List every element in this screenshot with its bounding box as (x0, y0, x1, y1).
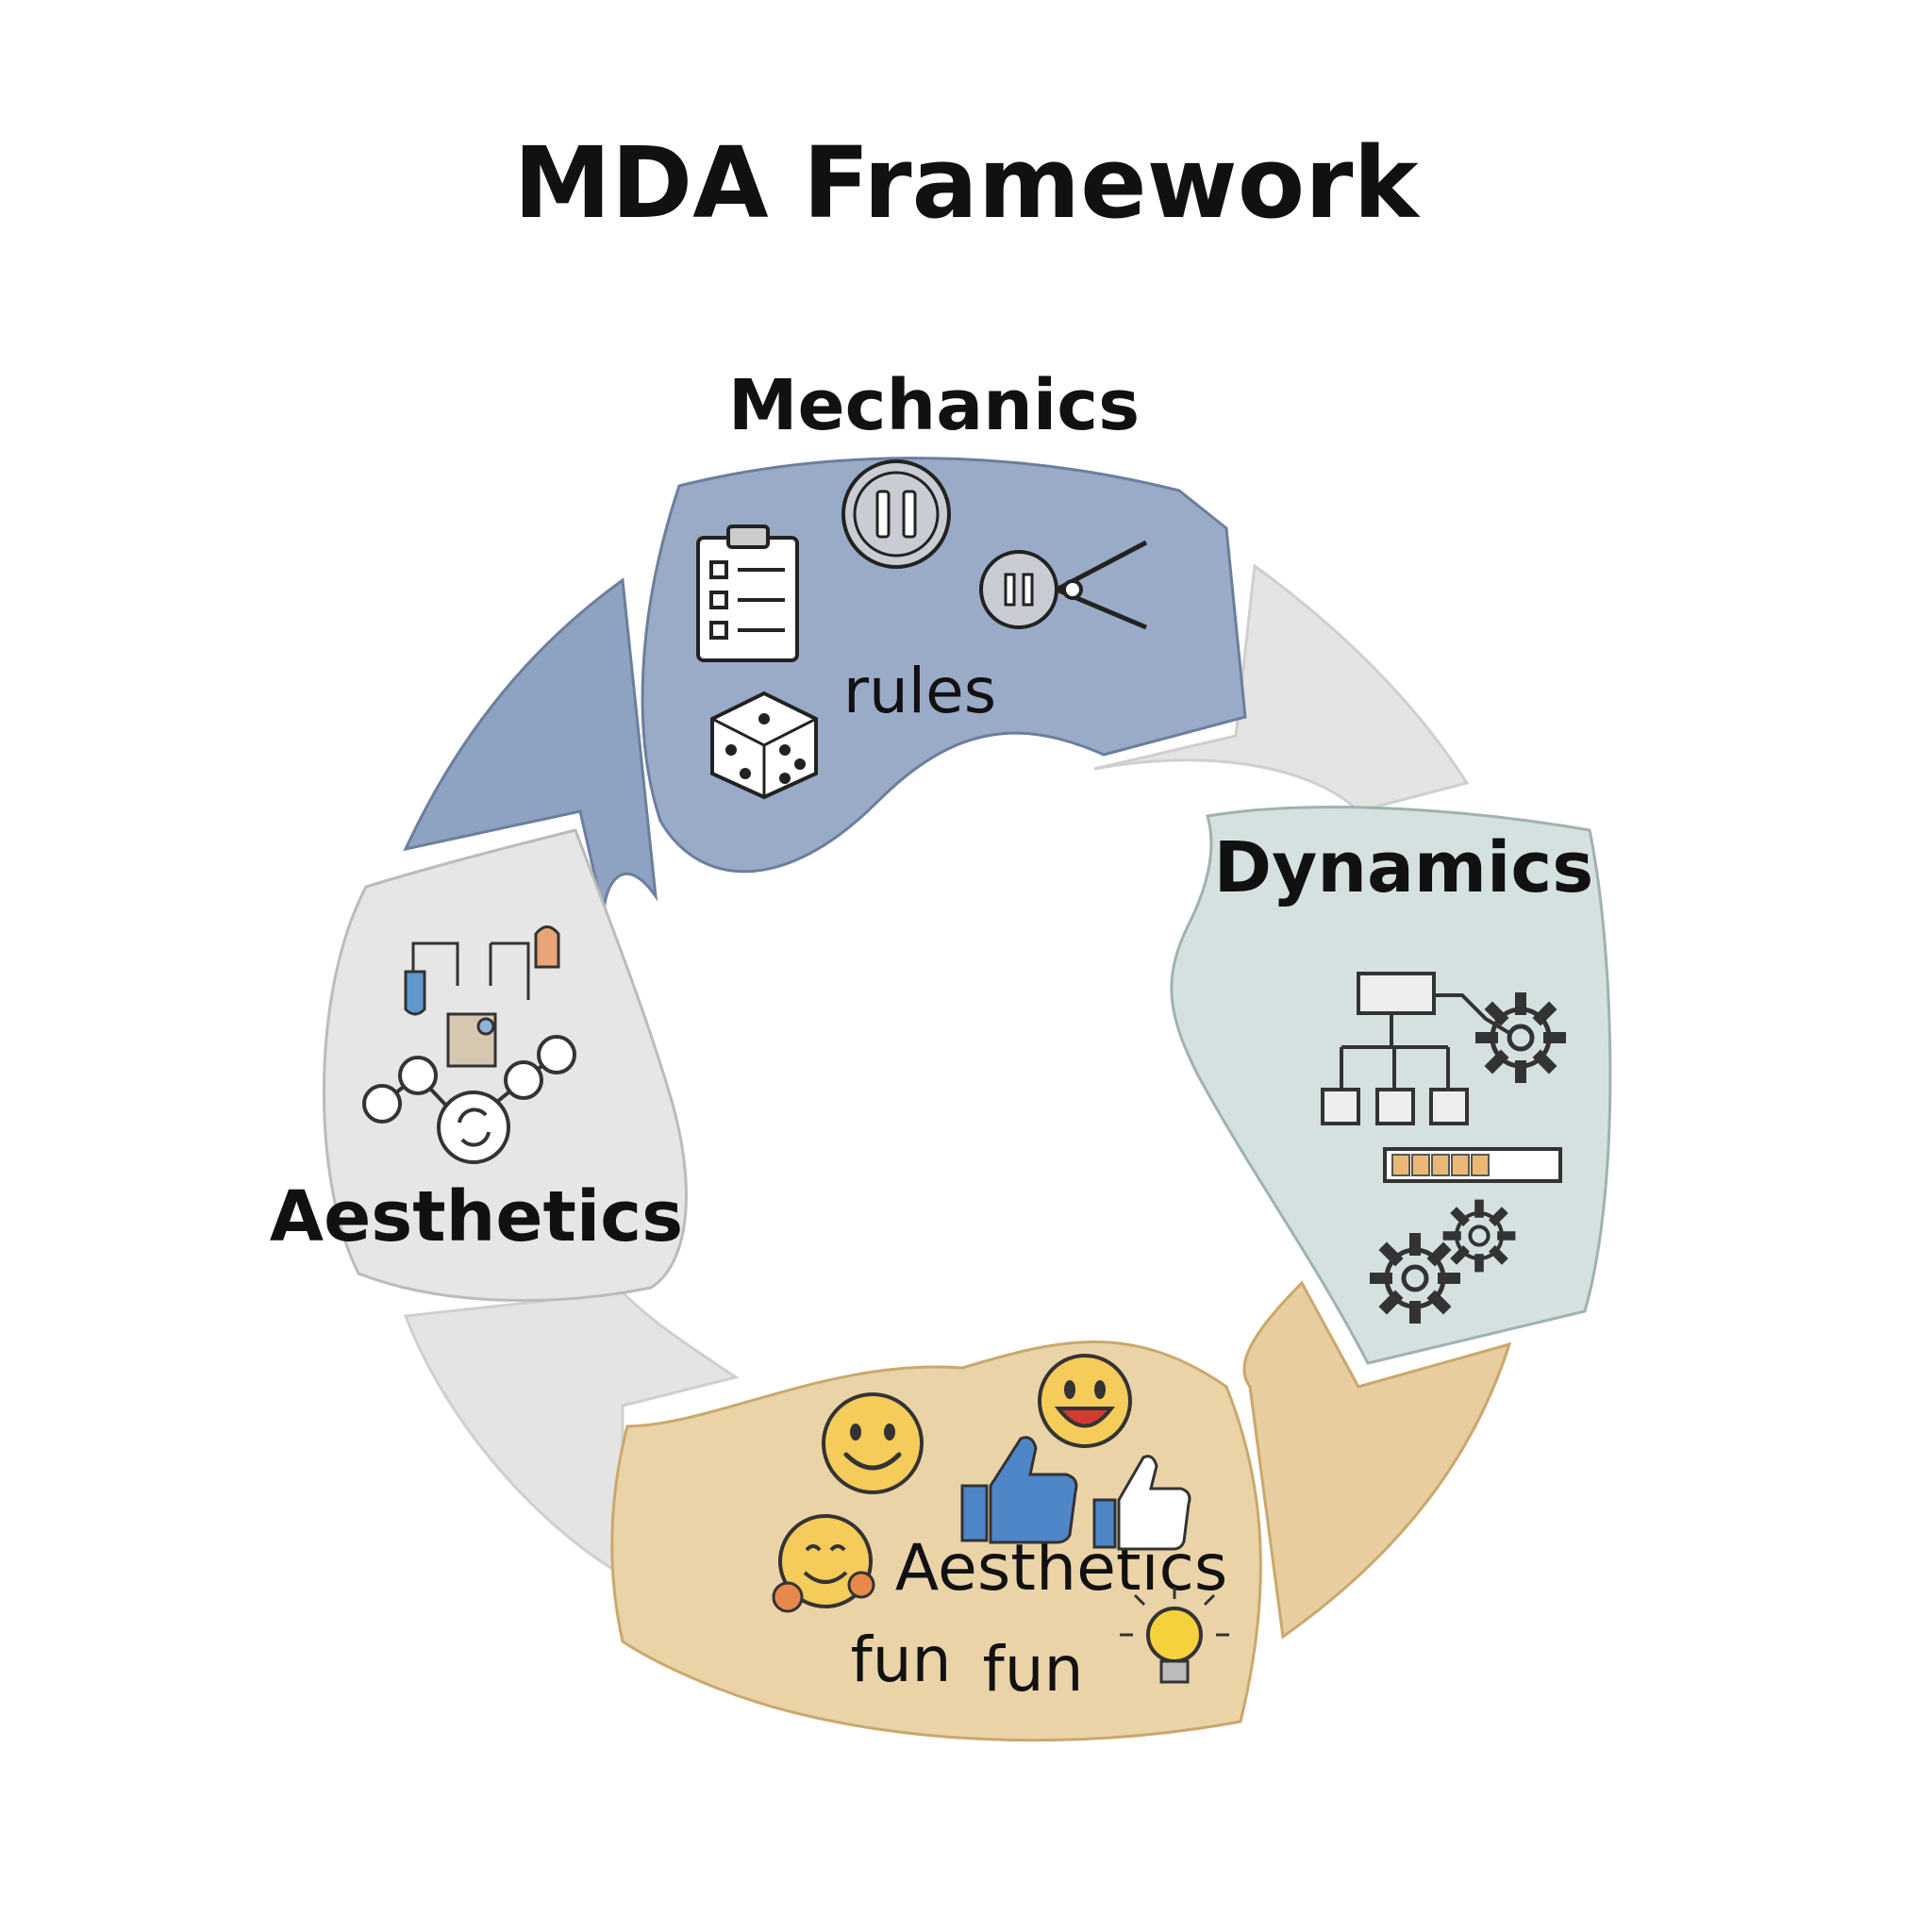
connector-bottom-right (1242, 1280, 1512, 1640)
connector-left (403, 577, 658, 916)
fun-label: fun (851, 1624, 952, 1696)
connector-bottom-left (403, 1291, 740, 1578)
flowchart-icon (1321, 972, 1511, 1125)
clipboard-checklist-icon (696, 525, 799, 662)
thumbs-up-blue-icon (960, 1436, 1078, 1544)
dynamics-label: Dynamics (1214, 827, 1594, 908)
pause-key-icon (979, 540, 1148, 630)
grinning-face-icon (1038, 1354, 1132, 1448)
loop-network-icon (362, 1035, 576, 1164)
pause-button-icon (841, 459, 951, 569)
process-flow-icon (404, 925, 560, 1068)
page-title: MDA Framework (513, 125, 1421, 241)
aesthetics-side-label: Aesthetics (270, 1176, 683, 1257)
light-bulb-icon (1120, 1588, 1229, 1684)
smiley-hands-icon (772, 1514, 875, 1613)
dice-icon (710, 691, 818, 800)
thumbs-up-white-icon (1092, 1455, 1191, 1551)
fun-label: fun (983, 1633, 1084, 1706)
mechanics-label: Mechanics (728, 365, 1140, 446)
progress-bar-icon (1383, 1147, 1562, 1183)
mechanics-rules-label: rules (843, 655, 996, 727)
smiley-icon (824, 1394, 922, 1492)
